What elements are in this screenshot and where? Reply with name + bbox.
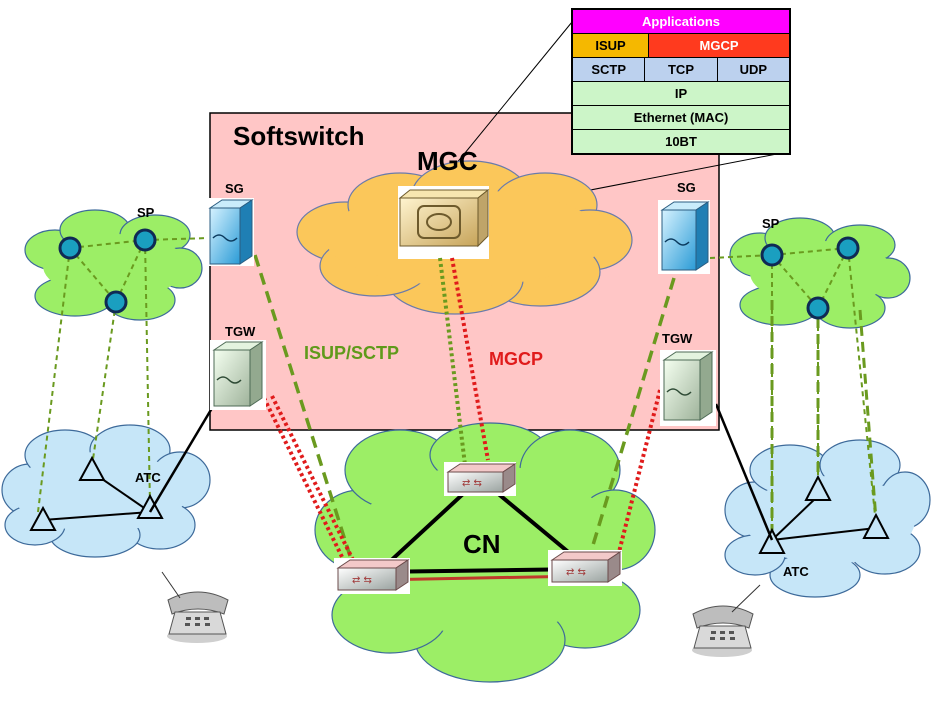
sp-right-label: SP [762,216,780,231]
mgcp-links [262,389,662,564]
isup-sctp-label: ISUP/SCTP [304,343,399,363]
stack-applications: Applications [573,10,789,33]
sg-left-icon [206,198,254,266]
sp-left-label: SP [137,205,155,220]
cn-cloud-fill [350,465,620,635]
sg-right-icon [658,200,710,274]
sp-right-links-thick [770,300,878,540]
stack-row-ethernet: Ethernet (MAC) [573,105,789,129]
sg-left-label: SG [225,181,244,196]
protocol-stack: Applications ISUP MGCP SCTP TCP UDP IP E… [571,8,791,155]
stack-row-ip: IP [573,81,789,105]
stack-10bt: 10BT [573,130,789,153]
svg-text:⇄ ⇆: ⇄ ⇆ [566,567,586,578]
tgw-left-atc-link [148,397,220,513]
mgc-cn-isup-link [438,257,467,466]
router-icon: ⇄ ⇆ [548,550,622,586]
atc-left-label: ATC [135,470,161,485]
router-icon: ⇄ ⇆ [334,558,410,594]
atc-right-label: ATC [783,564,809,579]
atc-left-network [29,455,164,531]
tgw-right-atc-link [714,403,774,541]
softswitch-label: Softswitch [233,121,364,151]
stack-row-transport: SCTP TCP UDP [573,57,789,81]
atc-right-cloud-fill [745,476,915,564]
stack-isup: ISUP [573,34,648,57]
stack-ip: IP [573,82,789,105]
mgc-cn-mgcp-link [450,257,490,461]
stack-row-applications: Applications [573,10,789,33]
cn-label: CN [463,529,501,559]
stack-sctp: SCTP [573,58,645,81]
stack-udp: UDP [716,58,789,81]
tgw-right-icon [660,350,716,426]
stack-mgcp: MGCP [648,34,789,57]
mgc-server-icon [398,186,490,259]
telephone-left-icon [161,571,229,643]
isup-sctp-links [253,254,676,557]
callout-line [437,21,573,187]
mgcp-link-label: MGCP [489,349,543,369]
atc-right-network [758,474,890,554]
stack-row-signaling: ISUP MGCP [573,33,789,57]
stack-tcp: TCP [644,58,717,81]
tgw-right-label: TGW [662,331,693,346]
sp-left-nodes [58,228,157,314]
telephone-right-icon [692,584,761,657]
svg-text:⇄ ⇆: ⇄ ⇆ [462,478,482,489]
sp-right-nodes [760,236,860,320]
sp-right-cloud-fill [750,241,894,305]
mgc-label: MGC [417,146,478,176]
tgw-left-label: TGW [225,324,256,339]
router-icon: ⇄ ⇆ [444,462,517,496]
stack-row-phy: 10BT [573,129,789,153]
sg-right-label: SG [677,180,696,195]
stack-ethernet: Ethernet (MAC) [573,106,789,129]
svg-text:⇄ ⇆: ⇄ ⇆ [352,575,372,586]
tgw-left-icon [210,340,266,410]
